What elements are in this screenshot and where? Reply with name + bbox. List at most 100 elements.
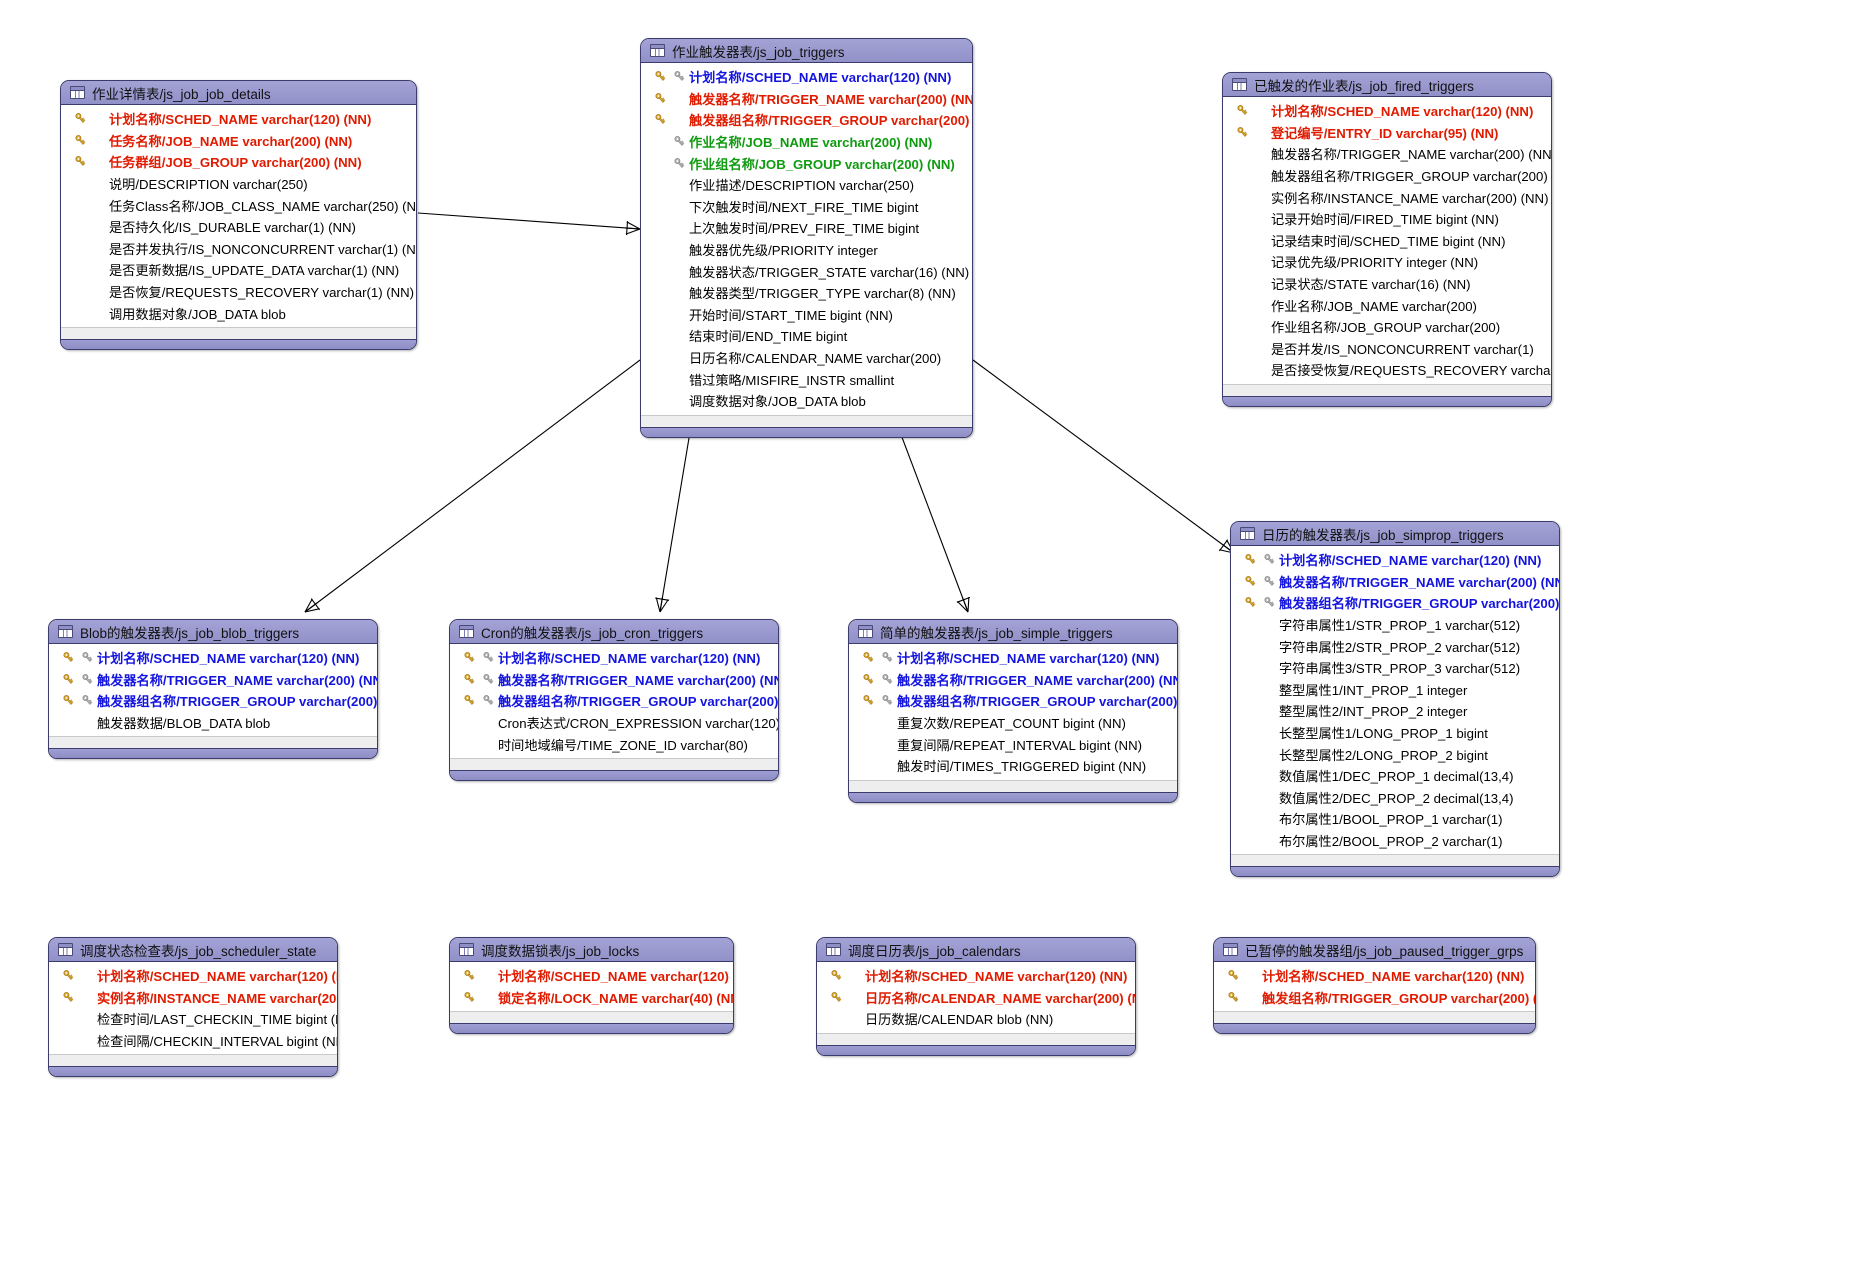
attribute-row[interactable]: 整型属性2/INT_PROP_2 integer bbox=[1231, 700, 1559, 722]
attribute-row[interactable]: 触发器名称/TRIGGER_NAME varchar(200) (NN) bbox=[450, 669, 778, 691]
rel-triggers-to-blob-triggers[interactable] bbox=[304, 359, 641, 613]
attribute-row[interactable]: 数值属性1/DEC_PROP_1 decimal(13,4) bbox=[1231, 765, 1559, 787]
attribute-row[interactable]: 是否并发/IS_NONCONCURRENT varchar(1) bbox=[1223, 338, 1551, 360]
attribute-row[interactable]: 重复间隔/REPEAT_INTERVAL bigint (NN) bbox=[849, 733, 1177, 755]
attribute-row[interactable]: 计划名称/SCHED_NAME varchar(120) (NN) bbox=[1214, 965, 1535, 987]
attribute-row[interactable]: 开始时间/START_TIME bigint (NN) bbox=[641, 304, 972, 326]
attribute-row[interactable]: 下次触发时间/NEXT_FIRE_TIME bigint bbox=[641, 196, 972, 218]
entity-simprop_triggers[interactable]: 日历的触发器表/js_job_simprop_triggers 计划名称/SCHE… bbox=[1230, 521, 1560, 878]
attribute-row[interactable]: 触发器名称/TRIGGER_NAME varchar(200) (NN) bbox=[1231, 571, 1559, 593]
attribute-row[interactable]: 计划名称/SCHED_NAME varchar(120) (NN) bbox=[450, 647, 778, 669]
entity-locks[interactable]: 调度数据锁表/js_job_locks 计划名称/SCHED_NAME varch… bbox=[449, 937, 734, 1035]
attribute-row[interactable]: 结束时间/END_TIME bigint bbox=[641, 325, 972, 347]
entity-header-simprop_triggers[interactable]: 日历的触发器表/js_job_simprop_triggers bbox=[1231, 522, 1559, 546]
attribute-row[interactable]: 长整型属性1/LONG_PROP_1 bigint bbox=[1231, 722, 1559, 744]
attribute-row[interactable]: 计划名称/SCHED_NAME varchar(120) (NN) bbox=[817, 965, 1135, 987]
entity-paused_trigger_grps[interactable]: 已暂停的触发器组/js_job_paused_trigger_grps 计划名称/… bbox=[1213, 937, 1536, 1035]
attribute-row[interactable]: Cron表达式/CRON_EXPRESSION varchar(120) (NN… bbox=[450, 712, 778, 734]
attribute-row[interactable]: 记录结束时间/SCHED_TIME bigint (NN) bbox=[1223, 230, 1551, 252]
attribute-row[interactable]: 实例名称/INSTANCE_NAME varchar(200) (NN) bbox=[1223, 186, 1551, 208]
attribute-row[interactable]: 实例名称/INSTANCE_NAME varchar(200) (NN) bbox=[49, 987, 337, 1009]
attribute-row[interactable]: 任务群组/JOB_GROUP varchar(200) (NN) bbox=[61, 151, 416, 173]
attribute-row[interactable]: 错过策略/MISFIRE_INSTR smallint bbox=[641, 368, 972, 390]
attribute-row[interactable]: 记录状态/STATE varchar(16) (NN) bbox=[1223, 273, 1551, 295]
entity-header-cron_triggers[interactable]: Cron的触发器表/js_job_cron_triggers bbox=[450, 620, 778, 644]
attribute-row[interactable]: 触发器组名称/TRIGGER_GROUP varchar(200) (NN) bbox=[641, 109, 972, 131]
attribute-row[interactable]: 记录优先级/PRIORITY integer (NN) bbox=[1223, 251, 1551, 273]
attribute-row[interactable]: 触发时间/TIMES_TRIGGERED bigint (NN) bbox=[849, 755, 1177, 777]
attribute-row[interactable]: 上次触发时间/PREV_FIRE_TIME bigint bbox=[641, 217, 972, 239]
attribute-row[interactable]: 长整型属性2/LONG_PROP_2 bigint bbox=[1231, 743, 1559, 765]
attribute-row[interactable]: 作业描述/DESCRIPTION varchar(250) bbox=[641, 174, 972, 196]
attribute-row[interactable]: 计划名称/SCHED_NAME varchar(120) (NN) bbox=[1231, 549, 1559, 571]
entity-header-locks[interactable]: 调度数据锁表/js_job_locks bbox=[450, 938, 733, 962]
attribute-row[interactable]: 触发器组名称/TRIGGER_GROUP varchar(200) (NN) bbox=[1231, 592, 1559, 614]
attribute-row[interactable]: 检查间隔/CHECKIN_INTERVAL bigint (NN) bbox=[49, 1030, 337, 1052]
attribute-row[interactable]: 作业组名称/JOB_GROUP varchar(200) bbox=[1223, 316, 1551, 338]
attribute-row[interactable]: 作业名称/JOB_NAME varchar(200) (NN) bbox=[641, 131, 972, 153]
attribute-row[interactable]: 作业组名称/JOB_GROUP varchar(200) (NN) bbox=[641, 152, 972, 174]
attribute-row[interactable]: 触发组名称/TRIGGER_GROUP varchar(200) (NN) bbox=[1214, 987, 1535, 1009]
entity-header-calendars[interactable]: 调度日历表/js_job_calendars bbox=[817, 938, 1135, 962]
attribute-row[interactable]: 是否更新数据/IS_UPDATE_DATA varchar(1) (NN) bbox=[61, 259, 416, 281]
entity-header-fired_triggers[interactable]: 已触发的作业表/js_job_fired_triggers bbox=[1223, 73, 1551, 97]
attribute-row[interactable]: 重复次数/REPEAT_COUNT bigint (NN) bbox=[849, 712, 1177, 734]
attribute-row[interactable]: 触发器类型/TRIGGER_TYPE varchar(8) (NN) bbox=[641, 282, 972, 304]
attribute-row[interactable]: 检查时间/LAST_CHECKIN_TIME bigint (NN) bbox=[49, 1008, 337, 1030]
attribute-row[interactable]: 计划名称/SCHED_NAME varchar(120) (NN) bbox=[49, 647, 377, 669]
entity-header-blob_triggers[interactable]: Blob的触发器表/js_job_blob_triggers bbox=[49, 620, 377, 644]
entity-simple_triggers[interactable]: 简单的触发器表/js_job_simple_triggers 计划名称/SCHED… bbox=[848, 619, 1178, 803]
entity-scheduler_state[interactable]: 调度状态检查表/js_job_scheduler_state 计划名称/SCHED… bbox=[48, 937, 338, 1078]
attribute-row[interactable]: 调用数据对象/JOB_DATA blob bbox=[61, 302, 416, 324]
attribute-row[interactable]: 触发器组名称/TRIGGER_GROUP varchar(200) (NN) bbox=[450, 690, 778, 712]
attribute-row[interactable]: 计划名称/SCHED_NAME varchar(120) (NN) bbox=[450, 965, 733, 987]
attribute-row[interactable]: 触发器名称/TRIGGER_NAME varchar(200) (NN) bbox=[1223, 143, 1551, 165]
attribute-row[interactable]: 整型属性1/INT_PROP_1 integer bbox=[1231, 679, 1559, 701]
attribute-row[interactable]: 作业名称/JOB_NAME varchar(200) bbox=[1223, 294, 1551, 316]
attribute-row[interactable]: 时间地域编号/TIME_ZONE_ID varchar(80) bbox=[450, 733, 778, 755]
attribute-row[interactable]: 触发器优先级/PRIORITY integer bbox=[641, 239, 972, 261]
attribute-row[interactable]: 计划名称/SCHED_NAME varchar(120) (NN) bbox=[49, 965, 337, 987]
attribute-row[interactable]: 日历名称/CALENDAR_NAME varchar(200) (NN) bbox=[817, 987, 1135, 1009]
entity-blob_triggers[interactable]: Blob的触发器表/js_job_blob_triggers 计划名称/SCHED… bbox=[48, 619, 378, 760]
attribute-row[interactable]: 数值属性2/DEC_PROP_2 decimal(13,4) bbox=[1231, 787, 1559, 809]
entity-header-job_details[interactable]: 作业详情表/js_job_job_details bbox=[61, 81, 416, 105]
attribute-row[interactable]: 任务名称/JOB_NAME varchar(200) (NN) bbox=[61, 130, 416, 152]
attribute-row[interactable]: 触发器组名称/TRIGGER_GROUP varchar(200) (NN) bbox=[1223, 165, 1551, 187]
rel-triggers-to-simprop-triggers[interactable] bbox=[972, 359, 1235, 554]
entity-header-scheduler_state[interactable]: 调度状态检查表/js_job_scheduler_state bbox=[49, 938, 337, 962]
attribute-row[interactable]: 触发器组名称/TRIGGER_GROUP varchar(200) (NN) bbox=[849, 690, 1177, 712]
attribute-row[interactable]: 字符串属性3/STR_PROP_3 varchar(512) bbox=[1231, 657, 1559, 679]
attribute-row[interactable]: 日历数据/CALENDAR blob (NN) bbox=[817, 1008, 1135, 1030]
attribute-row[interactable]: 触发器数据/BLOB_DATA blob bbox=[49, 712, 377, 734]
attribute-row[interactable]: 是否恢复/REQUESTS_RECOVERY varchar(1) (NN) bbox=[61, 281, 416, 303]
attribute-row[interactable]: 触发器状态/TRIGGER_STATE varchar(16) (NN) bbox=[641, 260, 972, 282]
attribute-row[interactable]: 布尔属性2/BOOL_PROP_2 varchar(1) bbox=[1231, 830, 1559, 852]
attribute-row[interactable]: 任务Class名称/JOB_CLASS_NAME varchar(250) (N… bbox=[61, 194, 416, 216]
entity-header-paused_trigger_grps[interactable]: 已暂停的触发器组/js_job_paused_trigger_grps bbox=[1214, 938, 1535, 962]
attribute-row[interactable]: 锁定名称/LOCK_NAME varchar(40) (NN) bbox=[450, 987, 733, 1009]
attribute-row[interactable]: 是否接受恢复/REQUESTS_RECOVERY varchar(1) bbox=[1223, 359, 1551, 381]
attribute-row[interactable]: 是否并发执行/IS_NONCONCURRENT varchar(1) (NN) bbox=[61, 238, 416, 260]
entity-header-triggers[interactable]: 作业触发器表/js_job_triggers bbox=[641, 39, 972, 63]
entity-header-simple_triggers[interactable]: 简单的触发器表/js_job_simple_triggers bbox=[849, 620, 1177, 644]
attribute-row[interactable]: 触发器名称/TRIGGER_NAME varchar(200) (NN) bbox=[641, 88, 972, 110]
attribute-row[interactable]: 触发器名称/TRIGGER_NAME varchar(200) (NN) bbox=[849, 669, 1177, 691]
entity-cron_triggers[interactable]: Cron的触发器表/js_job_cron_triggers 计划名称/SCHED… bbox=[449, 619, 779, 781]
attribute-row[interactable]: 字符串属性2/STR_PROP_2 varchar(512) bbox=[1231, 635, 1559, 657]
attribute-row[interactable]: 登记编号/ENTRY_ID varchar(95) (NN) bbox=[1223, 122, 1551, 144]
attribute-row[interactable]: 调度数据对象/JOB_DATA blob bbox=[641, 390, 972, 412]
attribute-row[interactable]: 日历名称/CALENDAR_NAME varchar(200) bbox=[641, 347, 972, 369]
attribute-row[interactable]: 计划名称/SCHED_NAME varchar(120) (NN) bbox=[1223, 100, 1551, 122]
attribute-row[interactable]: 触发器名称/TRIGGER_NAME varchar(200) (NN) bbox=[49, 669, 377, 691]
attribute-row[interactable]: 字符串属性1/STR_PROP_1 varchar(512) bbox=[1231, 614, 1559, 636]
entity-fired_triggers[interactable]: 已触发的作业表/js_job_fired_triggers 计划名称/SCHED_… bbox=[1222, 72, 1552, 407]
rel-triggers-to-cron-triggers[interactable] bbox=[655, 431, 691, 613]
attribute-row[interactable]: 布尔属性1/BOOL_PROP_1 varchar(1) bbox=[1231, 808, 1559, 830]
attribute-row[interactable]: 说明/DESCRIPTION varchar(250) bbox=[61, 173, 416, 195]
entity-calendars[interactable]: 调度日历表/js_job_calendars 计划名称/SCHED_NAME va… bbox=[816, 937, 1136, 1056]
attribute-row[interactable]: 计划名称/SCHED_NAME varchar(120) (NN) bbox=[849, 647, 1177, 669]
attribute-row[interactable]: 是否持久化/IS_DURABLE varchar(1) (NN) bbox=[61, 216, 416, 238]
